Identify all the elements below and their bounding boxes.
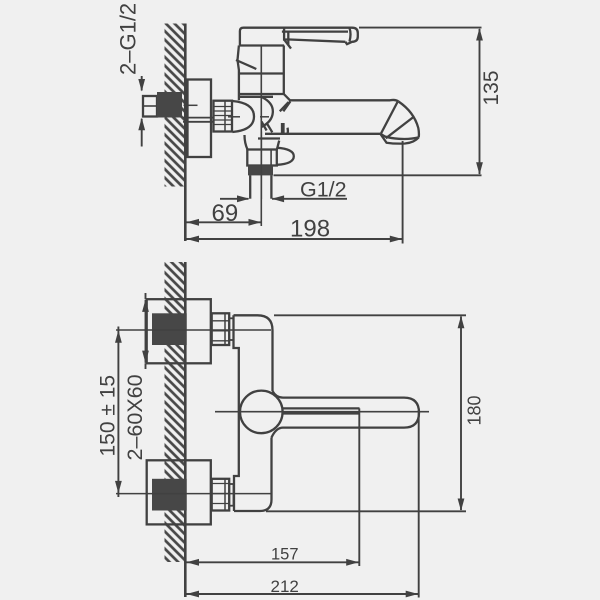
svg-text:2–60X60: 2–60X60	[123, 374, 147, 460]
svg-text:212: 212	[271, 577, 299, 596]
svg-text:135: 135	[480, 70, 503, 105]
svg-text:2–G1/2: 2–G1/2	[116, 3, 141, 75]
svg-text:G1/2: G1/2	[300, 178, 347, 202]
svg-text:150 ± 15: 150 ± 15	[97, 375, 120, 457]
svg-text:157: 157	[271, 546, 299, 564]
svg-text:198: 198	[290, 216, 330, 243]
svg-text:180: 180	[465, 395, 485, 425]
svg-text:69: 69	[212, 200, 239, 227]
